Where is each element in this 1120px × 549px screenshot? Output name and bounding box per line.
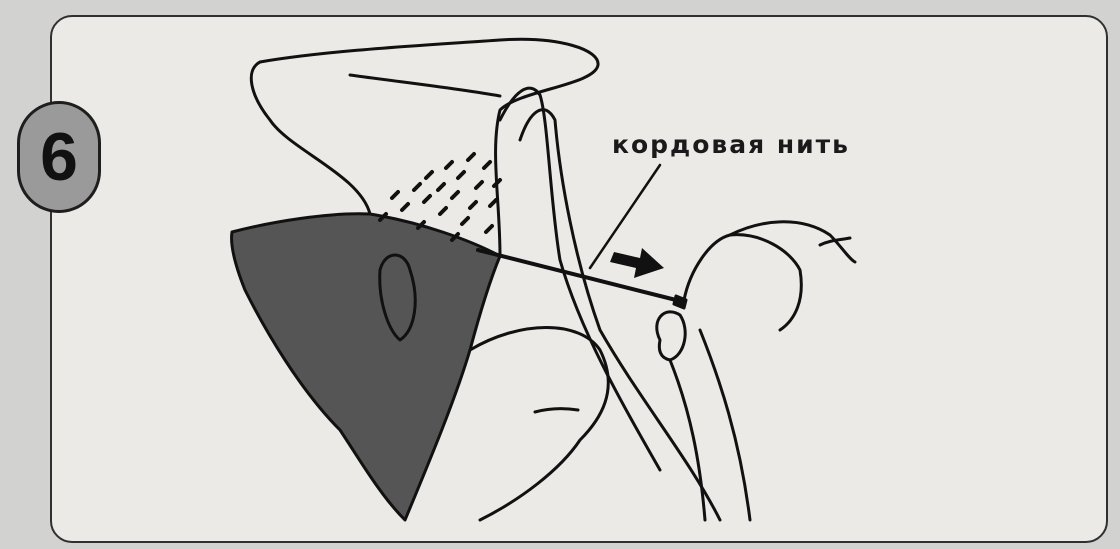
right-hand-lower — [700, 330, 750, 520]
cord-thread — [478, 250, 684, 302]
label-leader-line — [590, 165, 660, 268]
right-thumb — [684, 235, 801, 330]
step-number-badge: 6 — [17, 101, 101, 213]
cord-label: кордовая нить — [612, 130, 850, 159]
right-finger-tip-2 — [820, 238, 850, 245]
tooth-fissure — [350, 75, 500, 96]
left-hand-crease — [535, 409, 578, 412]
step-number: 6 — [40, 123, 78, 191]
gum-tissue — [232, 214, 500, 520]
right-hand-lower-2 — [670, 360, 705, 520]
left-hand — [470, 328, 608, 521]
arrow-right-icon — [610, 248, 664, 278]
right-fingertip — [657, 312, 685, 360]
right-finger-upper — [730, 222, 855, 262]
